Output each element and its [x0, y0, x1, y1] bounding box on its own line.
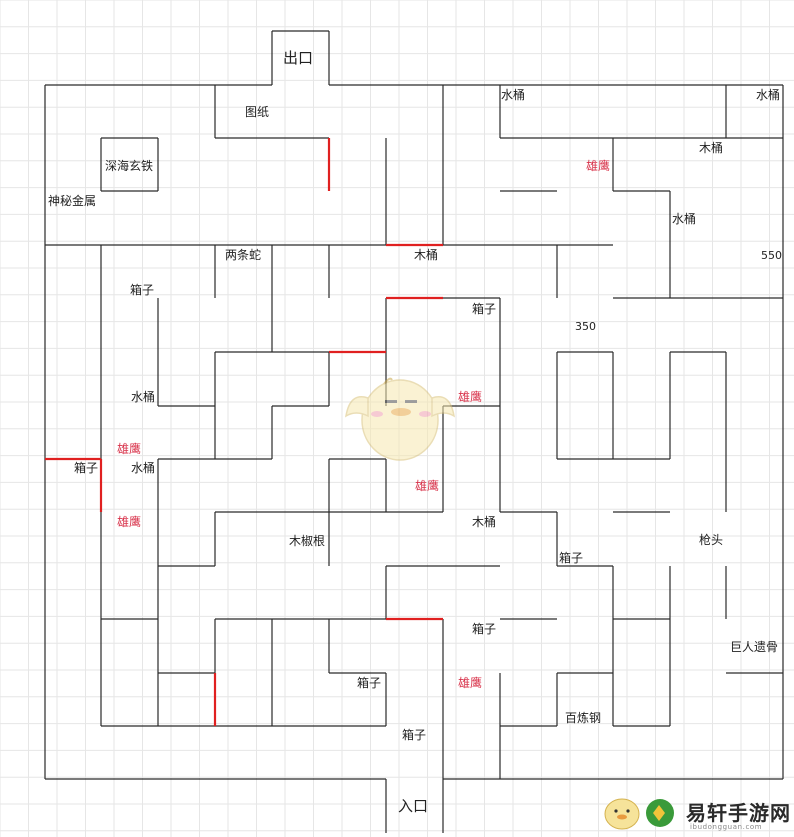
item-box: 箱子 [357, 676, 382, 690]
item-eagle: 雄鹰 [117, 515, 142, 529]
mascot-chick-icon [344, 377, 456, 461]
item-eagle: 雄鹰 [458, 676, 483, 690]
item-eagle: 雄鹰 [117, 442, 142, 456]
item-mystic-metal: 神秘金属 [48, 194, 97, 208]
item-giant-bones: 巨人遗骨 [730, 640, 779, 654]
item-eagle: 雄鹰 [415, 479, 440, 493]
watermark-logo-icon [604, 798, 674, 830]
exit-label: 出口 [283, 49, 314, 67]
item-bucket: 水桶 [131, 461, 156, 475]
item-deep-sea-iron: 深海玄铁 [105, 159, 154, 173]
item-spear-head: 枪头 [699, 533, 724, 547]
item-box: 箱子 [74, 461, 99, 475]
item-box: 箱子 [402, 728, 427, 742]
item-box: 箱子 [472, 302, 497, 316]
entrance-label: 入口 [398, 797, 429, 815]
item-bucket: 水桶 [672, 212, 697, 226]
item-box: 箱子 [130, 283, 155, 297]
number-350: 350 [575, 320, 596, 333]
watermark-domain: ibudongguan.com [690, 823, 763, 831]
watermark-brand: 易轩手游网 [686, 801, 791, 825]
item-eagle: 雄鹰 [458, 390, 483, 404]
special-walls [45, 138, 443, 726]
item-two-snakes: 两条蛇 [225, 248, 262, 262]
item-refined-steel: 百炼钢 [565, 711, 602, 725]
item-map-paper: 图纸 [245, 105, 270, 119]
item-bucket: 水桶 [131, 390, 156, 404]
item-bucket: 水桶 [756, 88, 781, 102]
item-bucket: 水桶 [501, 88, 526, 102]
item-box: 箱子 [559, 551, 584, 565]
number-550: 550 [761, 249, 782, 262]
item-wood-bucket: 木桶 [414, 248, 439, 262]
item-wood-bucket: 木桶 [699, 141, 724, 155]
item-wood-bucket: 木桶 [472, 515, 497, 529]
item-box: 箱子 [472, 622, 497, 636]
item-pepper-root: 木椒根 [289, 534, 326, 548]
item-eagle: 雄鹰 [586, 159, 611, 173]
